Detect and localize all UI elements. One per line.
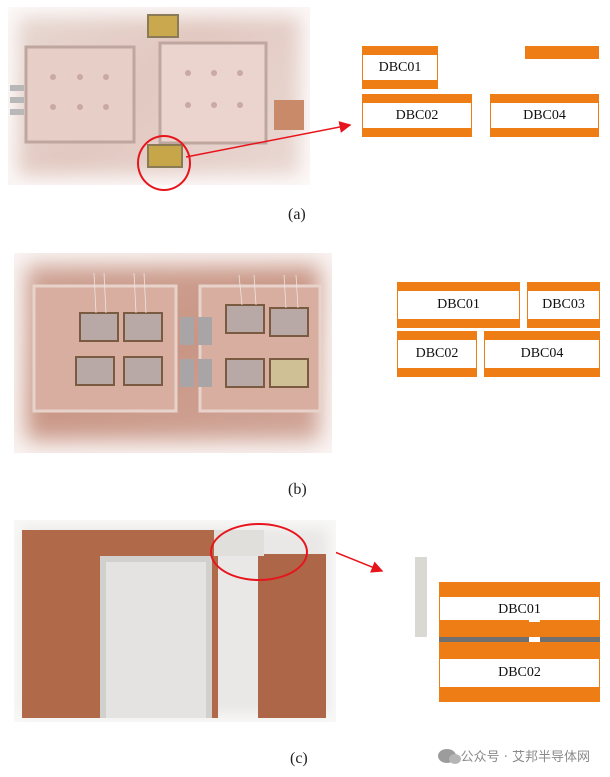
- block-dbc02-b: DBC02: [397, 331, 477, 377]
- block-dbc03-b: DBC03: [527, 282, 600, 328]
- block-dbc04-a: DBC04: [490, 94, 599, 137]
- copper-strip-a: [525, 46, 599, 59]
- copper-step-left: [439, 620, 529, 637]
- panel-label-a: (a): [288, 206, 306, 223]
- block-label: DBC02: [498, 665, 541, 680]
- block-label: DBC02: [415, 346, 459, 361]
- block-label: DBC03: [542, 297, 585, 312]
- block-label: DBC04: [523, 107, 566, 123]
- solder-layer-right: [540, 637, 600, 642]
- photo-module-a: [8, 7, 310, 185]
- substrate-photo-a: [10, 14, 304, 168]
- substrate-photo-b: [32, 272, 322, 413]
- callout-arrow-a: [185, 121, 352, 158]
- photo-module-b: [14, 253, 332, 453]
- block-label: DBC01: [437, 297, 480, 312]
- block-dbc01-b: DBC01: [397, 282, 520, 328]
- block-dbc01-a: DBC01: [362, 46, 438, 89]
- block-label: DBC04: [520, 346, 564, 361]
- block-label: DBC01: [378, 59, 422, 75]
- callout-circle-a: [137, 135, 191, 191]
- block-label: DBC02: [395, 107, 439, 123]
- panel-label-c: (c): [290, 750, 308, 767]
- panel-label-b: (b): [288, 481, 307, 498]
- copper-step-right: [540, 620, 600, 637]
- block-dbc02-c: DBC02: [439, 642, 600, 702]
- block-dbc04-b: DBC04: [484, 331, 600, 377]
- gray-plate: [415, 557, 427, 637]
- solder-layer-left: [439, 637, 529, 642]
- watermark: 公众号 · 艾邦半导体网: [437, 746, 590, 765]
- callout-circle-c: [210, 523, 308, 581]
- block-dbc02-a: DBC02: [362, 94, 472, 137]
- watermark-text: 公众号 · 艾邦半导体网: [460, 750, 590, 765]
- wechat-icon: [437, 748, 461, 764]
- block-label: DBC01: [498, 601, 541, 617]
